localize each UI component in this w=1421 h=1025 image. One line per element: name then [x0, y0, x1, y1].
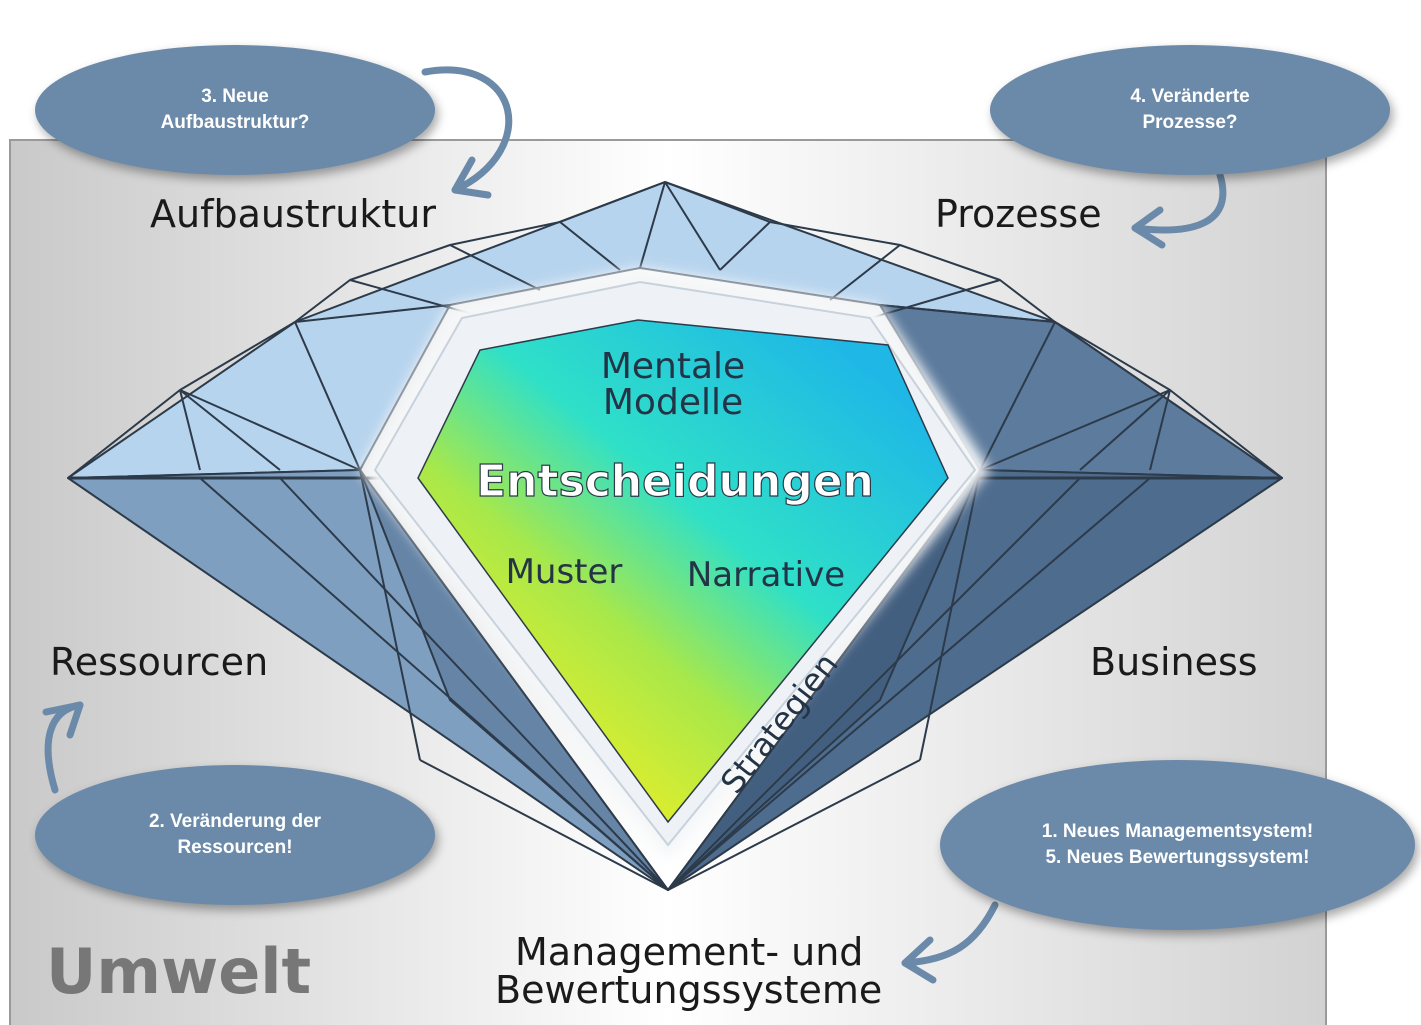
- bubble-new-systems: 1. Neues Managementsystem! 5. Neues Bewer…: [940, 760, 1415, 930]
- label-management-line1: Management- und: [515, 930, 864, 974]
- arrows: [42, 66, 1227, 984]
- bubble-new-structure-line1: 3. Neue: [201, 86, 269, 107]
- arrowhead-ressourcen: [42, 701, 84, 739]
- arrowhead-aufbau: [451, 156, 492, 199]
- label-ressourcen: Ressourcen: [50, 640, 269, 684]
- bubble-resource-change-line1: 2. Veränderung der: [148, 811, 322, 832]
- arrow-aufbau: [421, 66, 513, 194]
- patterns-label: Muster: [506, 552, 623, 592]
- label-umwelt: Umwelt: [46, 935, 312, 1008]
- mental-models-line1: Mentale: [601, 346, 745, 387]
- mental-models-line2: Modelle: [603, 382, 743, 423]
- arrow-management: [901, 901, 999, 967]
- label-aufbaustruktur: Aufbaustruktur: [150, 192, 436, 236]
- label-management-line2: Bewertungssysteme: [495, 968, 883, 1012]
- bubble-changed-processes-line1: 4. Veränderte: [1130, 86, 1250, 107]
- arrowhead-management: [901, 936, 937, 984]
- narratives-label: Narrative: [687, 555, 845, 595]
- bubble-new-systems-line2: 5. Neues Bewertungssystem!: [1045, 847, 1310, 868]
- label-business: Business: [1090, 640, 1258, 684]
- inner-diamond: [417, 319, 949, 824]
- arrow-prozesse: [1131, 171, 1227, 234]
- arrowhead-prozesse: [1131, 206, 1166, 249]
- bubble-resource-change-line2: Ressourcen!: [177, 837, 293, 858]
- label-prozesse: Prozesse: [935, 192, 1102, 236]
- bubble-changed-processes-line2: Prozesse?: [1142, 112, 1238, 133]
- bubble-new-systems-line1: 1. Neues Managementsystem!: [1041, 821, 1314, 842]
- decisions-label: Entscheidungen: [476, 456, 874, 507]
- bubble-new-structure-line2: Aufbaustruktur?: [160, 112, 310, 133]
